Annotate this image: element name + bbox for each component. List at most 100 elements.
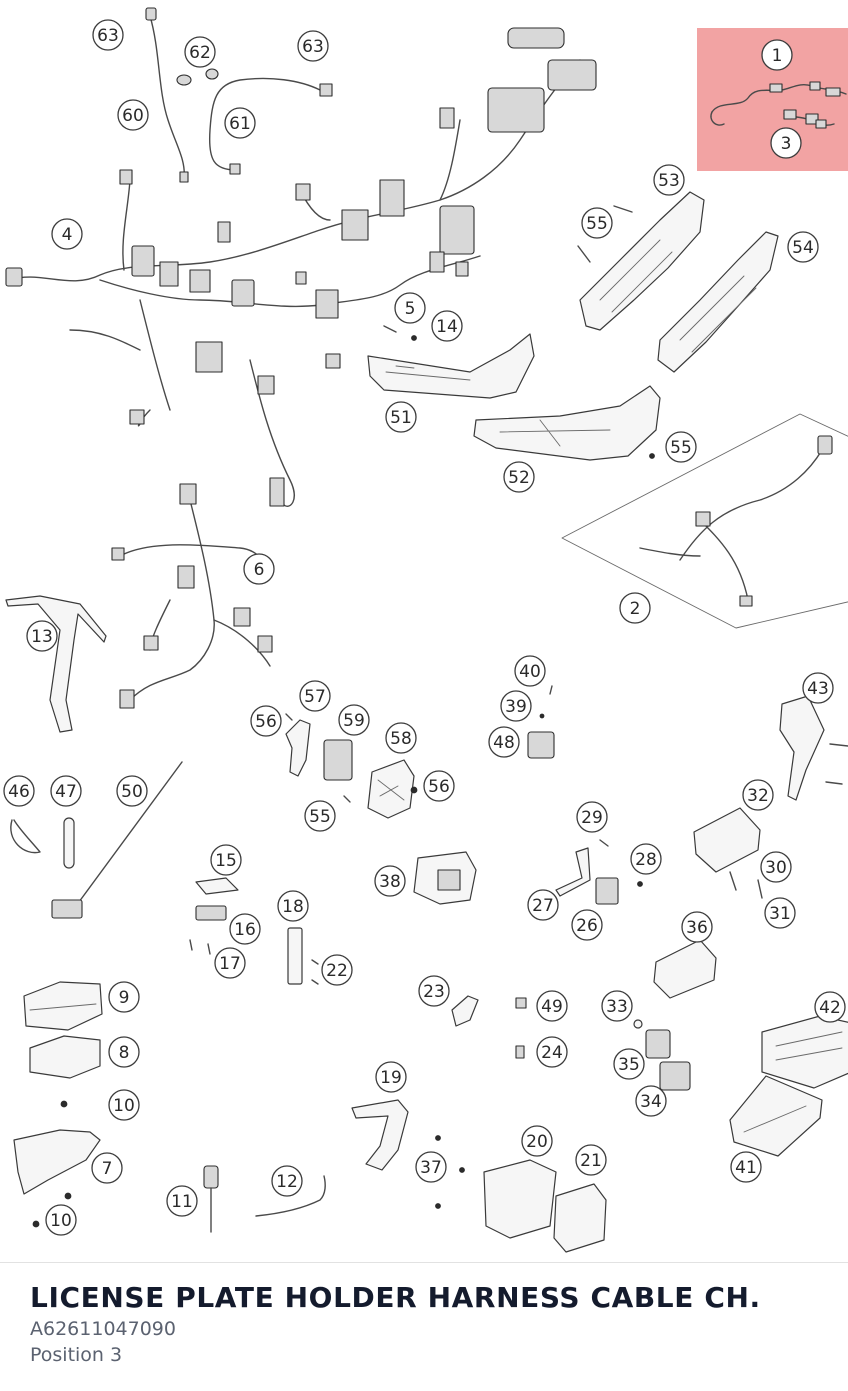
part-40-screw[interactable]: [549, 685, 553, 695]
part-49-clip[interactable]: [515, 997, 527, 1009]
part-4-main-harness[interactable]: [5, 27, 597, 507]
callout-49[interactable]: 49: [536, 990, 568, 1022]
part-55-screw[interactable]: [577, 205, 633, 263]
part-5-screw[interactable]: [383, 325, 397, 333]
part-47-strap[interactable]: [63, 817, 75, 869]
callout-32[interactable]: 32: [742, 779, 774, 811]
callout-43[interactable]: 43: [802, 672, 834, 704]
part-11-socket[interactable]: [203, 1165, 219, 1233]
part-38-fuse-box[interactable]: [413, 851, 477, 905]
callout-37[interactable]: 37: [415, 1151, 447, 1183]
callout-59[interactable]: 59: [338, 704, 370, 736]
callout-10[interactable]: 10: [45, 1204, 77, 1236]
callout-27[interactable]: 27: [527, 889, 559, 921]
part-46-cable-tie[interactable]: [10, 819, 41, 854]
part-53-cover[interactable]: [579, 191, 705, 331]
part-19-bracket[interactable]: [351, 1099, 409, 1171]
part-12-cable[interactable]: [255, 1175, 326, 1217]
part-13-bracket[interactable]: [5, 595, 107, 733]
callout-15[interactable]: 15: [210, 844, 242, 876]
part-55-screw-small[interactable]: [343, 795, 351, 803]
part-20-fuse-box[interactable]: [483, 1159, 557, 1239]
callout-63[interactable]: 63: [297, 30, 329, 62]
callout-29[interactable]: 29: [576, 801, 608, 833]
callout-26[interactable]: 26: [571, 909, 603, 941]
part-58-cover[interactable]: [367, 759, 415, 819]
part-33-cap[interactable]: [633, 1019, 643, 1029]
callout-35[interactable]: 35: [613, 1048, 645, 1080]
callout-55[interactable]: 55: [581, 207, 613, 239]
callout-33[interactable]: 33: [601, 990, 633, 1022]
callout-55[interactable]: 55: [665, 431, 697, 463]
callout-58[interactable]: 58: [385, 722, 417, 754]
part-17-screws[interactable]: [189, 939, 211, 955]
callout-23[interactable]: 23: [418, 975, 450, 1007]
part-54-cover[interactable]: [657, 231, 779, 373]
part-26-relay[interactable]: [595, 877, 619, 905]
part-35-connector[interactable]: [645, 1029, 671, 1059]
callout-39[interactable]: 39: [500, 690, 532, 722]
callout-38[interactable]: 38: [374, 865, 406, 897]
part-14-nut[interactable]: [411, 335, 417, 341]
callout-11[interactable]: 11: [166, 1185, 198, 1217]
part-27-bracket[interactable]: [555, 847, 591, 897]
part-30-screw[interactable]: [729, 871, 737, 891]
callout-18[interactable]: 18: [277, 890, 309, 922]
part-1-license-plate-harness[interactable]: [710, 81, 847, 126]
part-42-control-unit[interactable]: [761, 1015, 848, 1089]
callout-55[interactable]: 55: [304, 800, 336, 832]
part-59-relay-holder[interactable]: [323, 739, 353, 781]
callout-31[interactable]: 31: [764, 897, 796, 929]
part-22-screws[interactable]: [311, 959, 319, 985]
callout-57[interactable]: 57: [299, 680, 331, 712]
part-43-cover[interactable]: [779, 695, 825, 801]
part-60-cable[interactable]: [145, 7, 189, 183]
callout-20[interactable]: 20: [521, 1125, 553, 1157]
part-34-connector[interactable]: [659, 1061, 691, 1091]
callout-51[interactable]: 51: [385, 401, 417, 433]
callout-19[interactable]: 19: [375, 1061, 407, 1093]
callout-9[interactable]: 9: [108, 981, 140, 1013]
part-50-cable-tie[interactable]: [51, 761, 183, 919]
callout-46[interactable]: 46: [3, 775, 35, 807]
callout-41[interactable]: 41: [730, 1151, 762, 1183]
part-31-screw[interactable]: [757, 879, 763, 899]
part-8-control-unit[interactable]: [29, 1035, 101, 1079]
callout-10[interactable]: 10: [108, 1089, 140, 1121]
callout-40[interactable]: 40: [514, 655, 546, 687]
part-41-control-unit[interactable]: [729, 1075, 823, 1157]
callout-60[interactable]: 60: [117, 99, 149, 131]
callout-61[interactable]: 61: [224, 107, 256, 139]
callout-53[interactable]: 53: [653, 164, 685, 196]
callout-5[interactable]: 5: [394, 292, 426, 324]
part-62-grommet[interactable]: [176, 68, 219, 86]
part-10-nut[interactable]: [60, 1100, 68, 1108]
callout-47[interactable]: 47: [50, 775, 82, 807]
part-29-screw[interactable]: [599, 839, 609, 847]
callout-50[interactable]: 50: [116, 775, 148, 807]
part-21-cover[interactable]: [553, 1183, 607, 1253]
callout-56[interactable]: 56: [250, 705, 282, 737]
callout-48[interactable]: 48: [488, 726, 520, 758]
callout-52[interactable]: 52: [503, 461, 535, 493]
callout-56[interactable]: 56: [423, 770, 455, 802]
part-16-fuse-holder[interactable]: [195, 905, 227, 921]
part-61-cable[interactable]: [208, 77, 333, 175]
callout-14[interactable]: 14: [431, 310, 463, 342]
part-9-control-unit[interactable]: [23, 981, 103, 1031]
callout-34[interactable]: 34: [635, 1085, 667, 1117]
callout-8[interactable]: 8: [108, 1036, 140, 1068]
callout-22[interactable]: 22: [321, 954, 353, 986]
part-7-bracket[interactable]: [13, 1129, 101, 1195]
part-28-nut[interactable]: [637, 881, 643, 887]
callout-42[interactable]: 42: [814, 991, 846, 1023]
part-56-grommet[interactable]: [285, 713, 418, 794]
part-3-harness-connector[interactable]: [783, 109, 835, 129]
part-10-nuts-lower[interactable]: [32, 1192, 72, 1228]
part-52-cover[interactable]: [473, 385, 661, 461]
part-32-control-unit[interactable]: [693, 807, 761, 873]
part-23-clip[interactable]: [451, 995, 479, 1027]
callout-3[interactable]: 3: [770, 127, 802, 159]
part-18-bracket[interactable]: [287, 927, 303, 985]
callout-62[interactable]: 62: [184, 36, 216, 68]
